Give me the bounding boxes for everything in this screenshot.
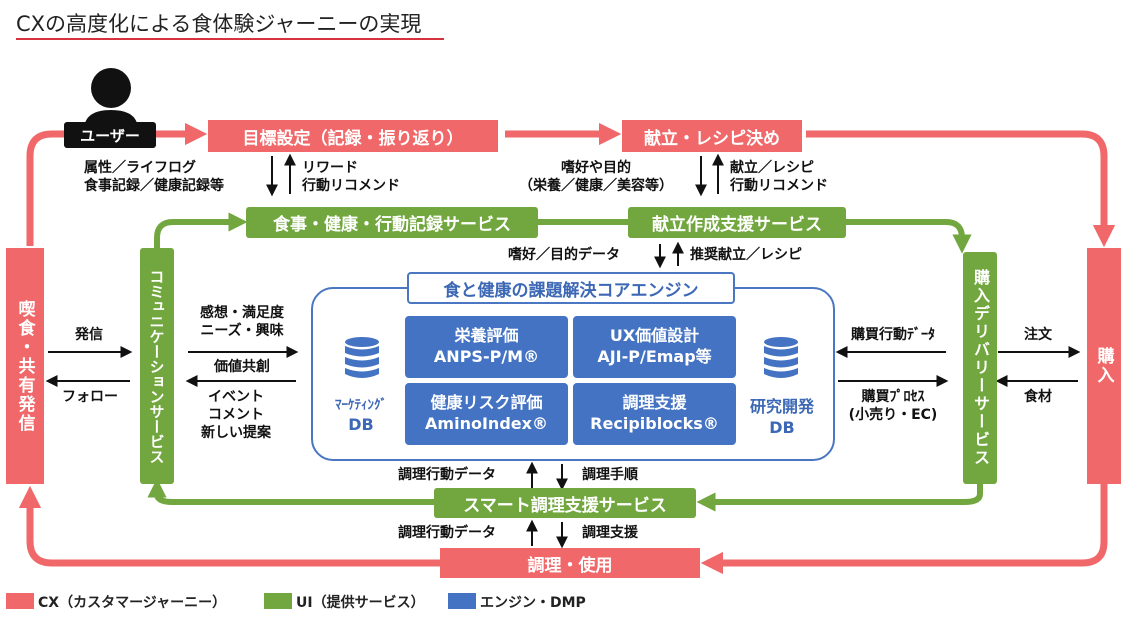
engine-cell-title: 栄養評価 [454,326,519,346]
attribute-label-line2: 食事記録／健康記録等 [84,178,224,195]
engine-cell-subtitle: ANPS-P/M® [433,347,540,366]
event-label: イベント コメント 新しい提案 [186,388,286,443]
marketing-db-label: ﾏｰｹﾃｨﾝｸﾞ DB [318,398,404,436]
cx-eat-share: 喫食・共有発信 [6,248,44,484]
engine-cooking-support: 調理支援 Recipiblocks® [573,383,736,445]
cx-loop-arrows [18,122,1116,575]
menu-recommend-label-line1: 献立／レシピ [730,160,814,176]
ui-smart-cooking-service: スマート調理支援サービス [434,488,696,518]
impression-label: 感想・満足度 ニーズ・興味 [186,304,298,340]
cx-cooking: 調理・使用 [440,548,700,578]
page-title: CXの高度化による食体験ジャーニーの実現 [16,12,422,36]
engine-health-risk-evaluation: 健康リスク評価 AminoIndex® [405,383,568,445]
cooking-support-label: 調理支援 [582,525,638,541]
ui-delivery-service: 購入デリバリーサービス [963,252,997,484]
order-label: 注文 [1024,327,1052,343]
menu-recommend-label-line2: 行動リコメンド [730,178,828,195]
event-label-line1: イベント [208,389,264,405]
marketing-db-label-line2: DB [348,414,374,434]
engine-cell-subtitle: Recipiblocks® [590,414,719,433]
purchase-process-label-line1: 購買ﾌﾟﾛｾｽ [861,389,925,405]
cooking-steps-label: 調理手順 [582,467,638,483]
cx-purchase: 購入 [1087,248,1121,484]
marketing-db-label-line1: ﾏｰｹﾃｨﾝｸﾞ [335,398,387,413]
reward-label-line2: 行動リコメンド [302,178,400,195]
recommended-menu-label: 推奨献立／レシピ [690,247,802,263]
engine-cell-subtitle: AminoIndex® [425,414,548,433]
purchase-process-label-line2: (小売り・EC) [848,407,938,424]
engine-nutrition-evaluation: 栄養評価 ANPS-P/M® [405,316,568,378]
ingredient-label: 食材 [1024,389,1052,405]
cx-goal-setting: 目標設定（記録・振り返り） [208,120,498,152]
ui-menu-support-service: 献立作成支援サービス [628,207,846,238]
purchase-data-label: 購買行動ﾃﾞｰﾀ [851,327,935,343]
engine-cell-title: 健康リスク評価 [430,393,543,413]
research-db-label-line1: 研究開発 [749,397,814,416]
impression-label-line1: 感想・満足度 [200,305,284,321]
event-label-line3: 新しい提案 [201,425,271,442]
event-label-line2: コメント [208,407,264,424]
preference-data-label: 嗜好／目的データ [508,247,620,263]
co-creation-label: 価値共創 [214,359,270,375]
reward-label-line1: リワード [302,160,358,176]
engine-ux-value-design: UX価値設計 AJI-P/Emap等 [573,316,736,378]
legend-label-cx: CX（カスタマージャーニー） [38,595,227,611]
core-engine-title: 食と健康の課題解決コアエンジン [407,272,735,304]
legend-swatch-cx [6,593,34,609]
preference-label-line2: （栄養／健康／美容等） [519,178,673,195]
legend-label-engine: エンジン・DMP [480,595,586,611]
legend-swatch-ui [264,593,292,609]
send-label: 発信 [75,327,103,343]
research-db-label: 研究開発 DB [738,397,826,439]
legend-label-ui: UI（提供サービス） [296,595,425,611]
title-underline [16,38,444,40]
impression-label-line2: ニーズ・興味 [200,323,284,340]
attribute-label: 属性／ライフログ 食事記録／健康記録等 [84,159,224,195]
preference-label: 嗜好や目的 （栄養／健康／美容等） [500,159,692,195]
legend-swatch-engine [448,593,476,609]
cooking-data-lower-label: 調理行動データ [398,525,496,541]
research-database-icon [764,337,798,378]
engine-cell-title: UX価値設計 [609,326,700,346]
ui-community-service: コミュニケーションサービス [140,248,174,484]
ui-record-service: 食事・健康・行動記録サービス [246,207,538,238]
menu-recommend-label: 献立／レシピ 行動リコメンド [730,159,828,195]
engine-cell-subtitle: AJI-P/Emap等 [597,347,712,366]
marketing-database-icon [345,337,379,378]
engine-cell-title: 調理支援 [622,393,687,413]
cx-menu-decision: 献立・レシピ決め [622,120,802,152]
ui-loop-arrows [147,212,983,512]
follow-label: フォロー [62,389,118,405]
research-db-label-line2: DB [769,417,795,437]
preference-label-line1: 嗜好や目的 [561,160,631,176]
attribute-label-line1: 属性／ライフログ [84,160,196,176]
reward-label: リワード 行動リコメンド [302,159,400,195]
purchase-process-label: 購買ﾌﾟﾛｾｽ (小売り・EC) [838,388,948,424]
user-label: ユーザー [64,122,156,148]
cooking-data-upper-label: 調理行動データ [398,467,496,483]
user-icon [84,68,138,130]
